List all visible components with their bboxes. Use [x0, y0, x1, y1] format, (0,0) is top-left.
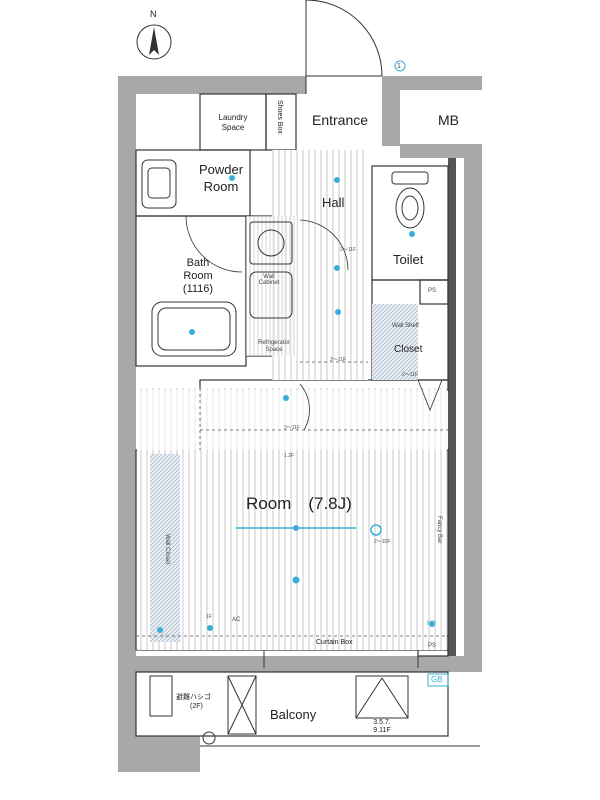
- fancy-bar-label: Fancy Bar: [436, 516, 442, 544]
- mb-label: MB: [438, 112, 459, 128]
- wall-shelf-label: Wall Shelf: [392, 323, 419, 329]
- note-2-10f: 2〜10F: [374, 539, 391, 545]
- floor-note-label: 3.5.7. 9.11F: [373, 719, 391, 734]
- bath-room-label: Bath Room (1116): [182, 257, 214, 295]
- floor-stripes: [137, 150, 447, 650]
- gb-label: GB: [431, 675, 443, 684]
- ps-bottom-label: PS: [428, 643, 437, 649]
- washing-machine: [249, 221, 293, 319]
- note-2-11f-hall: 2〜11F: [330, 357, 347, 363]
- note-2-11f-closet: 2〜11F: [402, 372, 419, 378]
- ps-top-label: PS: [428, 288, 437, 294]
- dashed-lines: [136, 361, 448, 637]
- toilet-fixture: [391, 171, 429, 229]
- note-2-11f-room: 2〜11F: [284, 425, 301, 431]
- entrance-door: [305, 0, 383, 94]
- toilet-label: Toilet: [393, 252, 424, 267]
- closet-label: Closet: [394, 344, 423, 355]
- shoes-box-label: Shoes Box: [276, 100, 283, 134]
- evac-ladder-label: 避難ハシゴ (2F): [176, 694, 211, 710]
- compass: [136, 24, 172, 60]
- bathtub: [151, 301, 237, 357]
- powder-room-label: Powder Room: [198, 162, 244, 194]
- walls: [118, 76, 482, 772]
- note-1f: 1F: [206, 614, 212, 620]
- balcony-label: Balcony: [270, 707, 317, 722]
- note-1-2f: 1.2F: [284, 453, 295, 459]
- ceiling-light-line: [236, 524, 382, 536]
- gb-box: [427, 673, 449, 687]
- balcony-details: [149, 650, 480, 747]
- wall-closet-label: Wall Closet: [164, 534, 170, 565]
- electrical-points: [157, 60, 435, 633]
- curtain-box-label: Curtain Box: [316, 639, 353, 646]
- room-label: Room (7.8J): [246, 494, 352, 513]
- washbasin: [141, 159, 177, 209]
- entrance-label: Entrance: [312, 112, 369, 128]
- hall-label: Hall: [322, 195, 345, 210]
- refrigerator-space-label: Refrigerator Space: [258, 340, 290, 353]
- note-2-11f-hall-2: 2〜11F: [340, 247, 357, 253]
- marker-1: 1: [397, 63, 401, 70]
- laundry-space-label: Laundry Space: [218, 113, 248, 132]
- mp-label: MP: [427, 621, 436, 627]
- bath-door-swing: [185, 215, 443, 431]
- compass-north-label: N: [150, 9, 157, 19]
- wall-cabinet-label: Wall Cabinet: [258, 274, 280, 286]
- ac-label: AC: [232, 617, 241, 623]
